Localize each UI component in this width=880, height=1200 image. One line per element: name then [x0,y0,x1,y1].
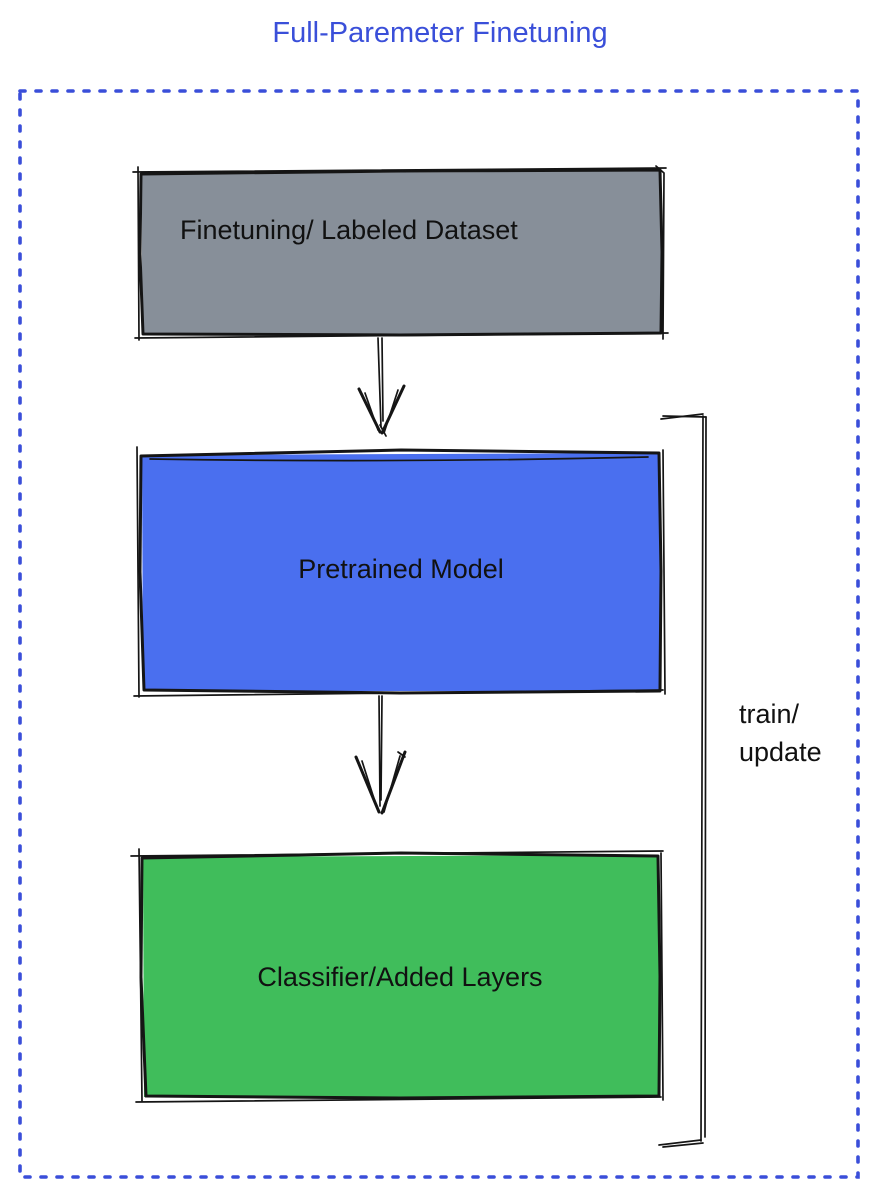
train-update-line1: train/ [739,699,800,729]
arrow-dataset-to-pretrained [357,337,406,437]
classifier-box [130,848,664,1103]
train-update-label: train/ update [739,695,822,771]
classifier-box-label: Classifier/Added Layers [257,962,543,992]
outer-dashed-border [18,89,860,1179]
diagram-title: Full-Paremeter Finetuning [272,17,608,49]
pretrained-box-fill [142,453,661,691]
dataset-box-fill [142,171,662,335]
pretrained-box [133,446,666,698]
train-update-bracket [658,413,707,1148]
dataset-box-label: Finetuning/ Labeled Dataset [180,215,518,245]
pretrained-box-label: Pretrained Model [298,554,504,584]
arrow-pretrained-to-classifier [354,695,407,815]
classifier-box-fill [143,855,660,1097]
train-update-line2: update [739,737,822,767]
dataset-box [132,165,669,341]
